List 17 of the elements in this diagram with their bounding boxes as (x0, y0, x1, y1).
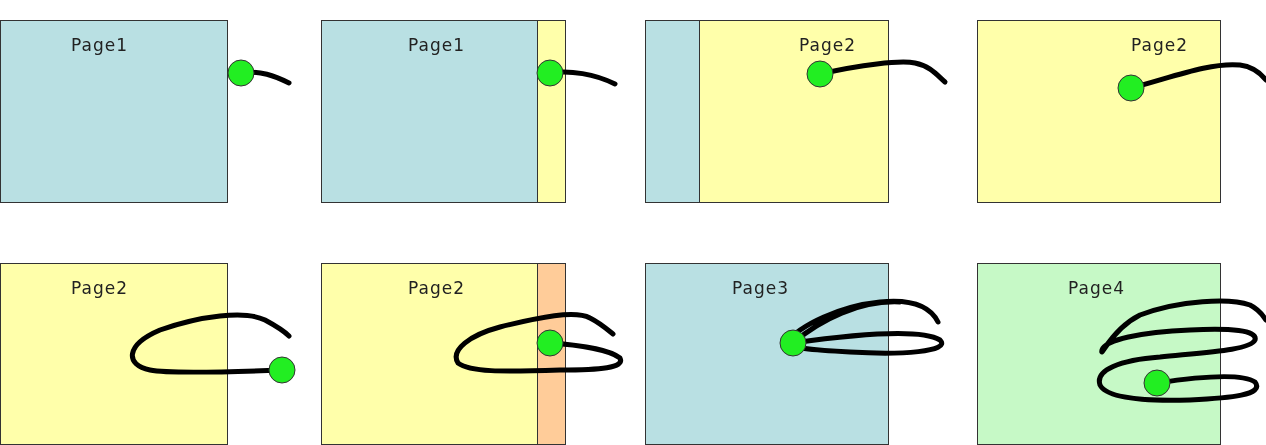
page-label: Page2 (1131, 35, 1188, 55)
page-label: Page1 (408, 35, 465, 55)
page-panel (977, 20, 1221, 203)
page-panel (321, 20, 538, 203)
page-edge-strip (645, 20, 700, 203)
page-label: Page4 (1068, 278, 1125, 298)
page-label: Page2 (799, 35, 856, 55)
page-panel (321, 263, 538, 445)
page-label: Page2 (71, 278, 128, 298)
page-label: Page1 (71, 35, 128, 55)
page-panel (699, 20, 889, 203)
page-panel (977, 263, 1221, 445)
page-panel (645, 263, 889, 445)
page-panel (0, 20, 228, 203)
page-panel (0, 263, 228, 445)
page-label: Page2 (408, 278, 465, 298)
page-label: Page3 (732, 278, 789, 298)
